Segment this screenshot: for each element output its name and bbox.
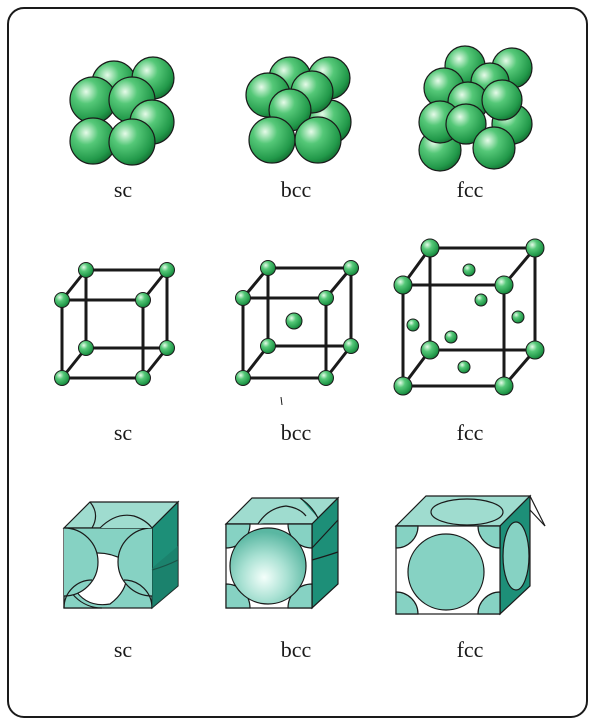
label-fcc-cell: fcc [457, 420, 484, 445]
fcc-unit-cell [393, 238, 545, 396]
sc-unit-cell [54, 262, 175, 386]
row-2-labels: sc bcc fcc [114, 420, 484, 445]
label-sc-cutaway: sc [114, 637, 133, 662]
row-1-labels: sc bcc fcc [114, 177, 484, 202]
label-sc-spheres: sc [114, 177, 133, 202]
row-3-labels: sc bcc fcc [114, 637, 484, 662]
label-bcc-spheres: bcc [281, 177, 312, 202]
label-sc-cell: sc [114, 420, 133, 445]
bcc-unit-cell [235, 260, 359, 406]
label-fcc-cutaway: fcc [457, 637, 484, 662]
fcc-sphere-packing [418, 45, 533, 172]
bcc-sphere-packing [245, 56, 352, 164]
bcc-cutaway-cell [224, 496, 340, 610]
label-bcc-cutaway: bcc [281, 637, 312, 662]
sc-sphere-packing [69, 56, 175, 166]
label-fcc-spheres: fcc [457, 177, 484, 202]
sc-cutaway-cell [62, 500, 180, 610]
label-bcc-cell: bcc [281, 420, 312, 445]
fcc-cutaway-cell [394, 494, 546, 616]
